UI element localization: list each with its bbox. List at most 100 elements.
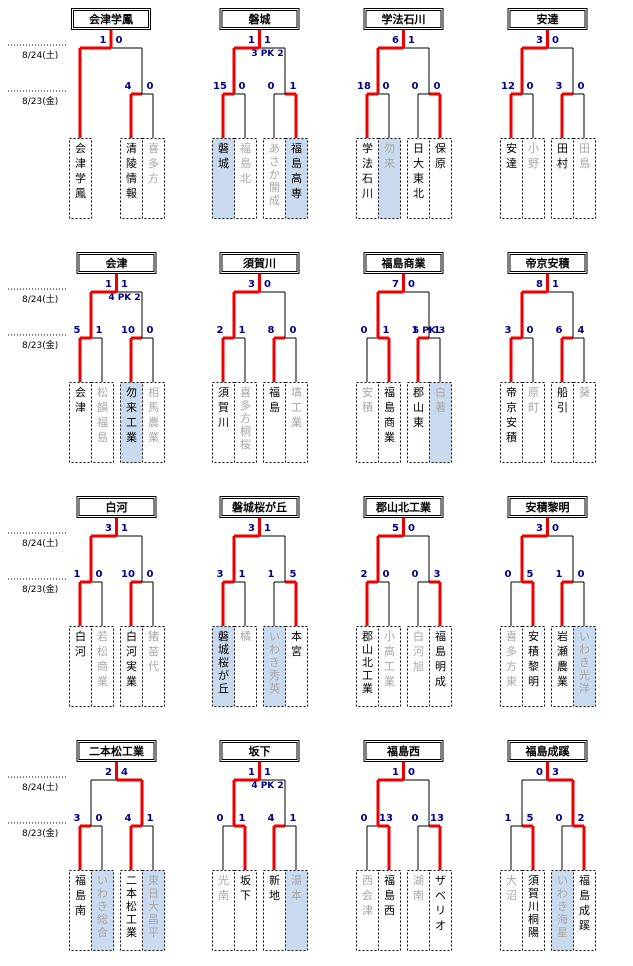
final-score-left: 1 xyxy=(105,279,112,290)
final-score-right: 1 xyxy=(552,279,559,290)
date-labels-row-4: 8/24(土)8/23(金) xyxy=(8,776,66,839)
winner-box: 安積黎明 xyxy=(507,496,588,518)
team-name-char: 安 xyxy=(362,385,373,399)
team-box: 田村 xyxy=(551,138,574,219)
team-name-char: 本 xyxy=(291,629,302,643)
team-name-char: 来 xyxy=(384,157,395,170)
team-name-char: 東 xyxy=(413,416,424,429)
team-name-char: 業 xyxy=(126,926,137,939)
team-name-char: リ xyxy=(435,904,446,917)
team-name-char: 船 xyxy=(557,385,568,399)
first-score: 0 xyxy=(268,81,275,92)
final-score-left: 3 xyxy=(248,279,255,290)
team-name-char: 城 xyxy=(218,643,229,656)
team-name-char: 清 xyxy=(126,142,137,155)
final-score-left: 3 xyxy=(536,35,543,46)
winner-name: 帝京安積 xyxy=(526,256,571,270)
winner-name: 坂下 xyxy=(249,744,271,758)
team-name-char: 津 xyxy=(75,401,86,414)
final-score-right: 1 xyxy=(408,35,415,46)
first-score: 1 xyxy=(96,325,103,336)
team-name-char: 原 xyxy=(435,157,446,170)
final-pk-score: 3 PK 2 xyxy=(251,49,283,59)
final-score-right: 0 xyxy=(408,523,415,534)
team-name-char: 坂 xyxy=(240,874,251,887)
team-name-char: 旭 xyxy=(413,659,424,673)
team-name-char: 津 xyxy=(362,904,373,917)
team-name-char: 大 xyxy=(148,899,159,913)
team-name-char: 光 xyxy=(218,873,229,887)
team-box: 光南 xyxy=(212,870,235,951)
team-name-char: 福 xyxy=(291,141,302,155)
team-name-char: 北 xyxy=(413,187,424,200)
team-name-char: 喜 xyxy=(148,142,159,155)
first-score: 0 xyxy=(412,813,419,824)
team-name-char: 村 xyxy=(557,156,568,170)
team-name-char: 苗 xyxy=(148,645,159,658)
final-score-left: 5 xyxy=(392,523,399,534)
team-name-char: 著 xyxy=(435,400,446,414)
first-score: 12 xyxy=(501,81,515,92)
team-name-char: 福 xyxy=(75,873,86,887)
team-name-char: 業 xyxy=(148,431,159,444)
first-score: 4 xyxy=(578,325,585,336)
team-name-char: 韻 xyxy=(97,400,108,414)
team-name-char: 松 xyxy=(97,644,108,658)
team-name-char: 多 xyxy=(506,644,517,658)
team-box: 磐城 xyxy=(212,138,235,219)
winner-name: 磐城 xyxy=(249,12,271,26)
team-name-char: 本 xyxy=(291,888,302,902)
team-name-char: 情 xyxy=(126,172,137,185)
team-name-char: 商 xyxy=(97,659,108,673)
team-name-char: 相 xyxy=(148,386,159,399)
final-score-left: 7 xyxy=(392,279,399,290)
final-score-left: 1 xyxy=(248,767,255,778)
team-name-char: 方 xyxy=(148,171,159,185)
team-name-char: 郡 xyxy=(413,386,424,399)
team-name-char: 白 xyxy=(75,629,86,643)
team-name-char: い xyxy=(557,874,568,887)
winner-name: 安達 xyxy=(537,12,559,26)
team-name-char: 工 xyxy=(126,416,137,429)
team-name-char: 南 xyxy=(413,889,424,902)
final-score-left: 3 xyxy=(536,523,543,534)
team-name-char: 須 xyxy=(528,874,539,887)
first-score: 8 xyxy=(268,325,275,336)
team-name-char: 英 xyxy=(269,681,280,695)
date-labels-row-1: 8/24(土)8/23(金) xyxy=(8,44,66,107)
final-score-right: 0 xyxy=(116,35,123,46)
winner-name: 会津 xyxy=(106,256,128,270)
team-box: 新地 xyxy=(263,870,286,951)
team-name-char: 鳳 xyxy=(75,187,86,200)
team-name-char: 田 xyxy=(557,142,568,155)
team-box: 帝京安積 xyxy=(500,382,523,463)
team-box: 安達 xyxy=(500,138,523,219)
first-score: 6 xyxy=(556,325,563,336)
team-name-char: 積 xyxy=(506,430,517,444)
team-name-char: 福 xyxy=(384,873,395,887)
team-box: 白著 xyxy=(429,382,452,463)
winner-box: 会津 xyxy=(76,252,157,274)
team-name-char: 京 xyxy=(506,400,517,414)
team-name-char: い xyxy=(97,874,108,887)
team-box: 福島北 xyxy=(234,138,257,219)
winner-box: 安達 xyxy=(507,8,588,30)
team-name-char: 桐 xyxy=(528,912,539,926)
team-box: 安積 xyxy=(356,382,379,463)
team-name-char: 白 xyxy=(413,629,424,643)
team-name-char: 安 xyxy=(506,141,517,155)
first-score: 1 xyxy=(434,325,441,336)
final-score-right: 1 xyxy=(264,35,271,46)
team-box: 福島 xyxy=(263,382,286,463)
team-name-char: 川 xyxy=(218,416,229,429)
